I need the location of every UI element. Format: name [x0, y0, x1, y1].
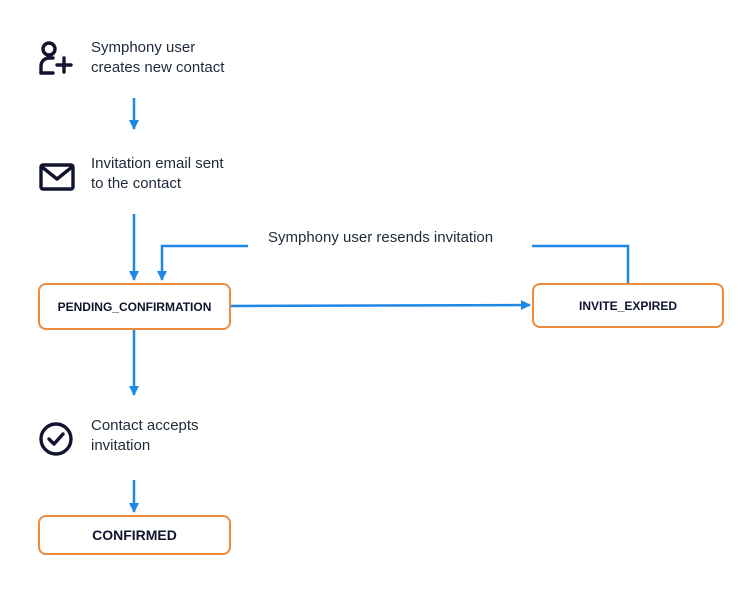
step-invitation-sent-line2: to the contact: [91, 175, 182, 192]
step-create-contact: Symphony user creates new contact: [91, 38, 224, 78]
state-pending-confirmation: PENDING_CONFIRMATION: [38, 283, 231, 330]
arrow-pending-to-expired: [230, 300, 531, 311]
step-contact-accepts: Contact accepts invitation: [91, 416, 199, 456]
step-invitation-sent-line1: Invitation email sent: [91, 155, 224, 172]
check-circle-icon: [38, 421, 74, 457]
step-invitation-sent: Invitation email sent to the contact: [91, 154, 224, 194]
step-create-contact-line1: Symphony user: [91, 39, 196, 56]
envelope-icon: [39, 163, 75, 191]
resend-invitation-label: Symphony user resends invitation: [268, 229, 494, 246]
arrow-resend-loop: [532, 244, 630, 283]
arrow-resend-loop-return: [157, 244, 248, 281]
step-contact-accepts-line1: Contact accepts: [91, 417, 199, 434]
step-contact-accepts-line2: invitation: [91, 437, 151, 454]
add-user-icon: [37, 40, 75, 76]
step-create-contact-line2: creates new contact: [91, 59, 225, 76]
state-invite-expired: INVITE_EXPIRED: [532, 283, 724, 328]
state-confirmed: CONFIRMED: [38, 515, 231, 555]
